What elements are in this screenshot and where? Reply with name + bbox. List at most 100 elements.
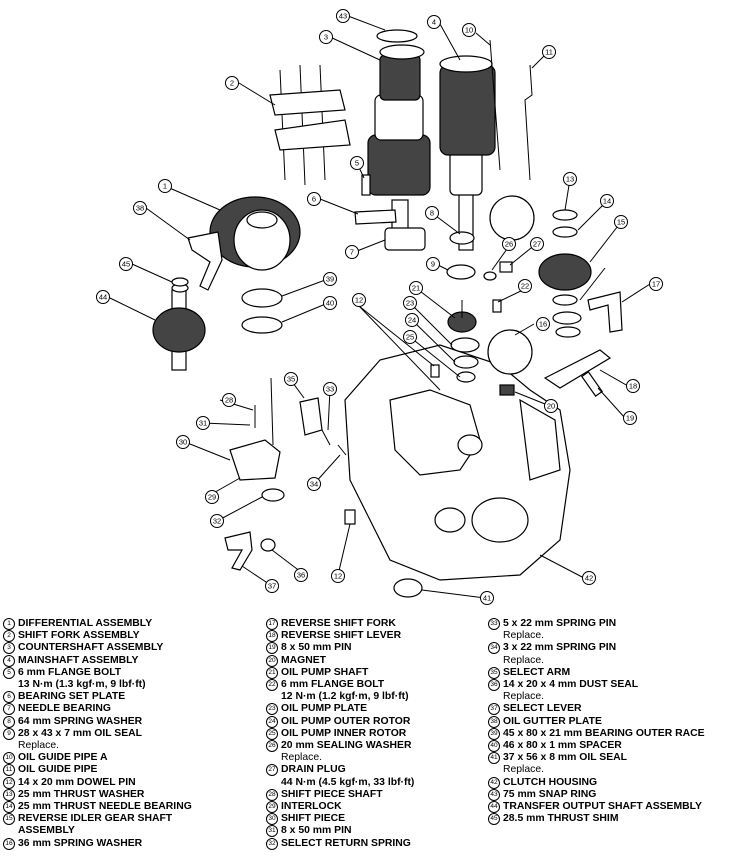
callout-37: 37 — [265, 579, 279, 593]
legend-item-number: 28 — [266, 788, 278, 801]
callout-10: 10 — [462, 23, 476, 37]
callout-12: 12 — [352, 293, 366, 307]
legend-item-label: SELECT ARM — [503, 666, 571, 678]
callout-number: 45 — [122, 260, 130, 269]
callout-30: 30 — [176, 435, 190, 449]
callout-number: 1 — [163, 182, 167, 191]
callout-5: 5 — [350, 156, 364, 170]
legend-item-number: 25 — [266, 727, 278, 740]
callout-number: 16 — [539, 320, 547, 329]
callout-number: 29 — [208, 493, 216, 502]
callout-number: 44 — [99, 293, 107, 302]
callout-number: 40 — [326, 299, 334, 308]
legend-item-number: 23 — [266, 703, 278, 716]
legend-item-note: 12 N·m (1.2 kgf·m, 9 lbf·ft) — [281, 691, 409, 703]
legend-item-number: 37 — [488, 703, 500, 716]
legend-item-number: 10 — [3, 752, 15, 765]
callout-20: 20 — [544, 399, 558, 413]
legend-item-number: 26 — [266, 740, 278, 753]
legend-item-number: 11 — [3, 764, 15, 777]
exploded-transmission-diagram: 1234567891011121314151617181920212223242… — [96, 9, 663, 605]
callout-number: 14 — [603, 197, 611, 206]
legend-item-number: 12 — [3, 776, 15, 789]
legend-item-label: MAINSHAFT ASSEMBLY — [18, 654, 139, 666]
callout-number: 22 — [521, 282, 529, 291]
legend-item-label: 20 mm SEALING WASHER — [281, 740, 412, 752]
legend-item-number: 3 — [3, 642, 15, 655]
snap-ring-drawing — [376, 29, 418, 43]
legend-item-number: 20 — [266, 654, 278, 667]
legend-item-number: 1 — [3, 618, 15, 630]
select-lever-drawing — [224, 531, 253, 571]
oil-gutter-plate-drawing — [187, 231, 223, 291]
callout-23: 23 — [403, 296, 417, 310]
callout-number: 8 — [430, 209, 434, 218]
callout-34: 34 — [307, 477, 321, 491]
legend-item-label: BEARING SET PLATE — [18, 691, 126, 703]
callout-11: 11 — [542, 45, 556, 59]
legend-item-label: INTERLOCK — [281, 801, 342, 813]
legend-item-note: Replace. — [18, 740, 60, 752]
callout-7: 7 — [345, 245, 359, 259]
callout-number: 20 — [547, 402, 555, 411]
callout-number: 30 — [179, 438, 187, 447]
callout-1: 1 — [158, 179, 172, 193]
callout-number: 10 — [465, 26, 473, 35]
leader-lines — [109, 15, 651, 599]
reverse-shift-lever-drawing — [543, 349, 612, 389]
callout-number: 21 — [412, 284, 420, 293]
oil-seal-drawing — [446, 264, 476, 280]
callout-31: 31 — [196, 416, 210, 430]
callout-26: 26 — [502, 237, 516, 251]
legend-item-number: 19 — [266, 642, 278, 655]
legend-item-number: 6 — [3, 691, 15, 704]
callout-number: 19 — [626, 414, 634, 423]
callout-number: 31 — [199, 419, 207, 428]
legend-item-number: 8 — [3, 715, 15, 728]
bearing-set-plate-drawing — [354, 209, 397, 225]
legend-item-label: 25 mm THRUST NEEDLE BEARING — [18, 801, 192, 813]
legend-item-label: 8 x 50 mm PIN — [281, 642, 352, 654]
pin-drawing — [581, 371, 603, 397]
callout-number: 28 — [225, 396, 233, 405]
callout-15: 15 — [614, 215, 628, 229]
callout-number: 33 — [326, 385, 334, 394]
callout-number: 9 — [431, 260, 435, 269]
legend-item-number: 44 — [488, 801, 500, 814]
legend-item-number: 18 — [266, 630, 278, 643]
callout-number: 35 — [287, 375, 295, 384]
legend-item-label: REVERSE SHIFT FORK — [281, 618, 396, 629]
legend-item-label: 37 x 56 x 8 mm OIL SEAL — [503, 752, 627, 764]
callout-12: 12 — [331, 569, 345, 583]
legend-item-label: 28 x 43 x 7 mm OIL SEAL — [18, 727, 142, 739]
callout-41: 41 — [480, 591, 494, 605]
shift-fork-assembly-drawing — [269, 64, 351, 186]
legend-item-label: OIL GUIDE PIPE A — [18, 752, 108, 764]
legend-item-label: 14 x 20 x 4 mm DUST SEAL — [503, 679, 639, 691]
callout-number: 4 — [432, 18, 436, 27]
callout-number: 3 — [324, 33, 328, 42]
legend-item-label: 46 x 80 x 1 mm SPACER — [503, 740, 622, 752]
legend-item-number: 9 — [3, 727, 15, 740]
legend-item-label: TRANSFER OUTPUT SHAFT ASSEMBLY — [503, 801, 702, 813]
reverse-shift-fork-drawing — [587, 291, 623, 333]
spring-washer-drawing — [449, 231, 475, 245]
callout-number: 42 — [585, 574, 593, 583]
callout-number: 26 — [505, 240, 513, 249]
